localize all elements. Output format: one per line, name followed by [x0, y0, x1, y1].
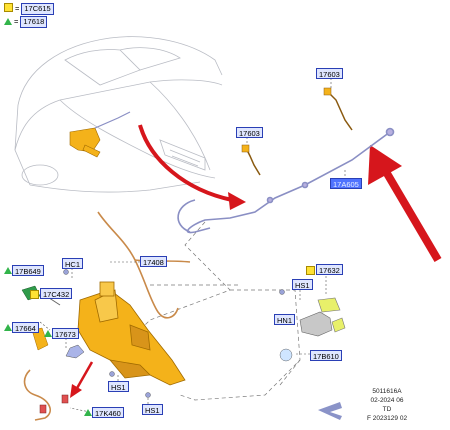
reservoir-filler-neck	[65, 344, 85, 359]
green-triangle-icon	[4, 18, 12, 25]
green-triangle-icon	[44, 330, 52, 337]
footer-code-1: 5011616A	[372, 388, 402, 395]
pump-harness	[23, 369, 69, 421]
footer-code-4: F 2023129 02	[366, 415, 408, 422]
red-arrow-right	[368, 145, 442, 263]
label-17408: 17408	[140, 256, 167, 267]
label-17603-lower: 17603	[236, 127, 263, 138]
label-17603-upper: 17603	[316, 68, 343, 79]
footer-code-3: TD	[382, 406, 392, 413]
label-HC1: HC1	[62, 258, 84, 269]
legend-item-2: =17618	[4, 16, 48, 28]
leader-lines	[39, 261, 310, 413]
label-HS1-a: HS1	[108, 381, 129, 392]
washer-nozzle-upper	[323, 78, 353, 131]
yellow-square-icon	[306, 266, 315, 275]
label-HS1-c: HS1	[292, 279, 313, 290]
green-triangle-icon	[84, 409, 92, 416]
label-17K460: 17K460	[92, 407, 124, 418]
label-HN1: HN1	[274, 314, 296, 325]
label-17664: 17664	[12, 322, 39, 333]
washer-nozzle-lower	[241, 137, 261, 176]
red-arrow-left	[138, 124, 246, 210]
assembly-dashed-outline	[139, 221, 301, 401]
reservoir-bracket	[299, 276, 346, 337]
washer-hose	[177, 127, 395, 234]
yellow-square-icon	[4, 3, 13, 12]
label-17B649: 17B649	[12, 265, 44, 276]
label-HS1-b: HS1	[142, 404, 163, 415]
label-17B610: 17B610	[310, 350, 342, 361]
view-direction-icon	[318, 402, 342, 420]
label-17C432: 17C432	[40, 288, 73, 299]
car-reservoir-highlight	[69, 111, 131, 158]
label-17A605: 17A605	[330, 178, 362, 189]
washer-fluid-reservoir	[77, 281, 186, 386]
legend-item-1: =17C615	[4, 3, 54, 15]
legend-label-1: 17C615	[21, 3, 54, 15]
vehicle-front-illustration	[14, 36, 223, 193]
footer-code-2: 02-2024 06	[370, 397, 404, 404]
yellow-square-icon	[30, 290, 39, 299]
label-17673: 17673	[52, 328, 79, 339]
green-triangle-icon	[4, 324, 12, 331]
red-arrow-small	[70, 361, 94, 398]
green-triangle-icon	[4, 267, 12, 274]
legend-label-2: 17618	[20, 16, 48, 28]
label-17632: 17632	[316, 264, 343, 275]
